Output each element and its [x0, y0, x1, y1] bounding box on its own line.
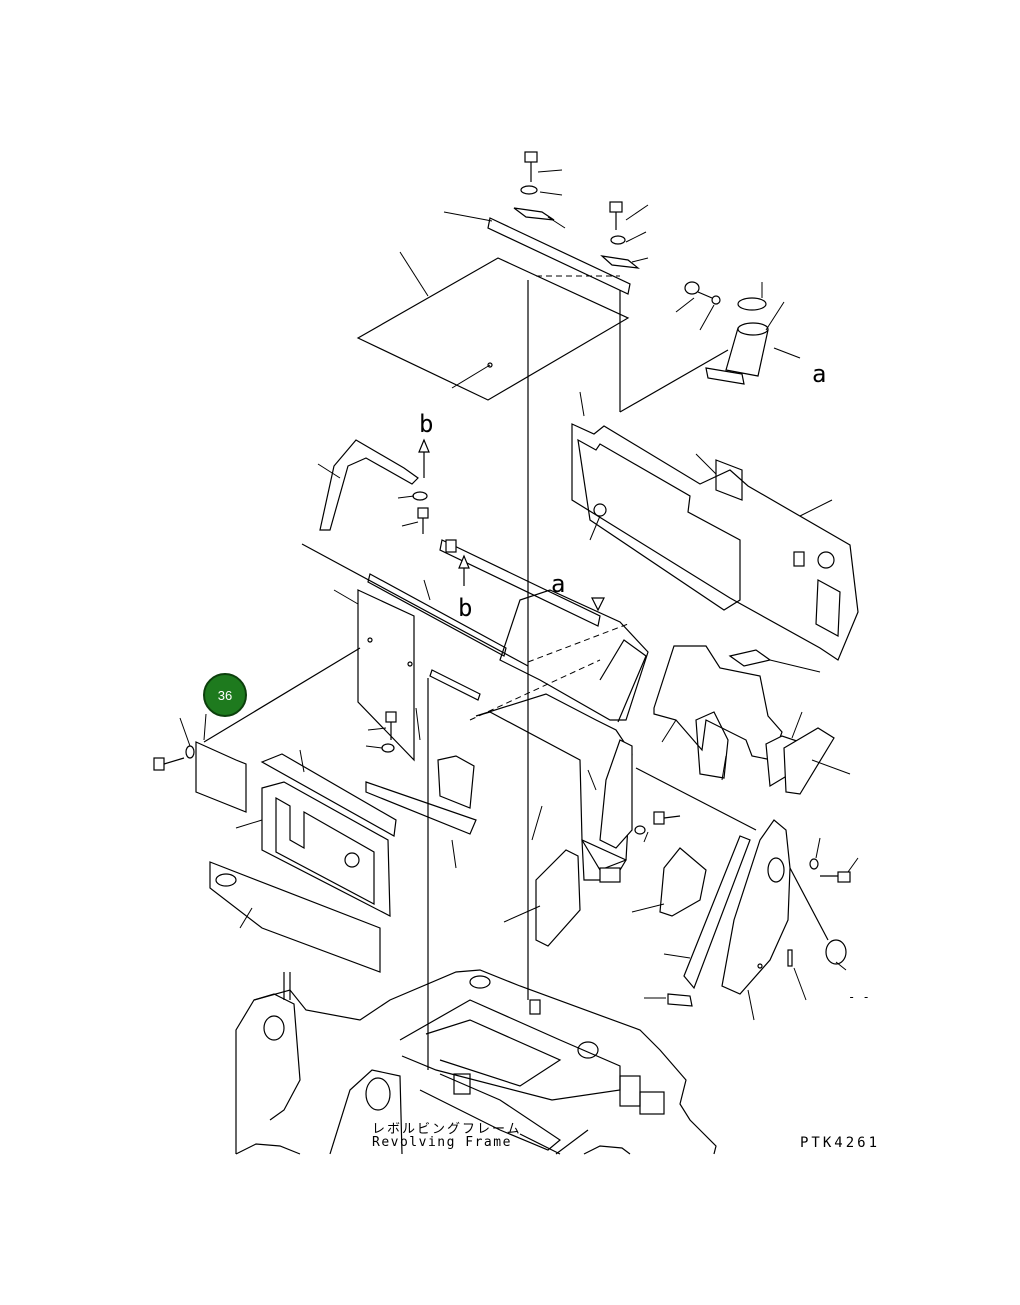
- ref-letter-a-mid: a: [551, 570, 566, 598]
- support-rod: [301, 539, 605, 667]
- mid-small-parts: [365, 707, 477, 869]
- ref-letter-b-top: b: [419, 410, 434, 438]
- ref-letter-a-top: a: [812, 360, 827, 388]
- right-cover-parts: [653, 645, 851, 795]
- drain-cup-group: [536, 275, 801, 413]
- floor-plate: [356, 251, 630, 401]
- top-bolt-group: [443, 151, 649, 295]
- drawing-code: PTK4261: [800, 1135, 881, 1151]
- ref-letter-b-mid: b: [458, 594, 473, 622]
- frame-label-en: Revolving Frame: [372, 1135, 512, 1150]
- callout-36-button[interactable]: 36: [203, 673, 247, 717]
- edge-mark: - -: [848, 990, 870, 1004]
- lower-right-parts: [503, 767, 859, 1021]
- left-panels: [153, 713, 397, 973]
- revolving-frame: [203, 280, 717, 1155]
- handrail-bracket: [317, 438, 430, 534]
- center-cover: [333, 589, 649, 883]
- right-side-panel: [571, 391, 859, 661]
- frame-label-jp: レボルビングフレーム: [372, 1122, 522, 1137]
